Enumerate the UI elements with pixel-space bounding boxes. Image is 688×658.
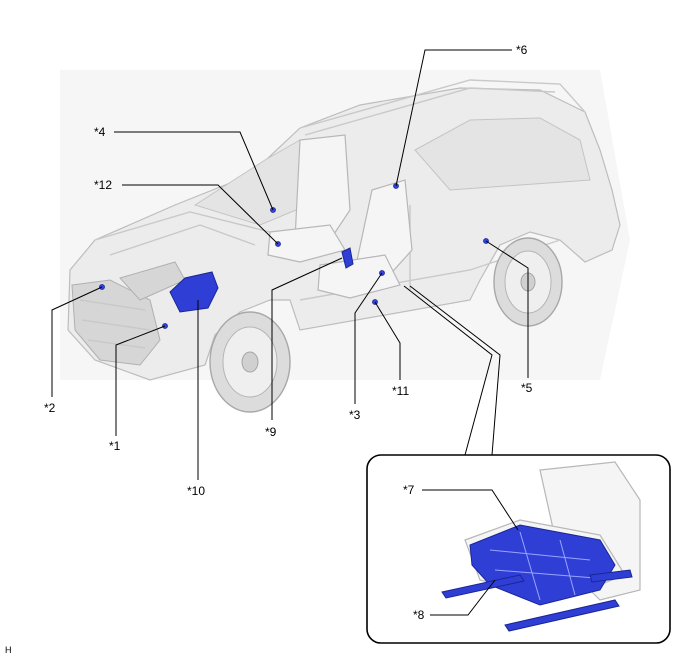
callout-4: *4 (94, 125, 106, 139)
callout-10: *10 (187, 484, 205, 498)
callout-8: *8 (413, 608, 425, 622)
callout-7: *7 (403, 483, 415, 497)
inset-connector (403, 285, 501, 456)
corner-mark: H (5, 645, 12, 655)
front-grille (71, 279, 161, 366)
callout-3: *3 (349, 408, 361, 422)
vehicle-illustration (60, 70, 630, 413)
callout-2: *2 (44, 401, 56, 415)
component-9-lever (341, 247, 354, 269)
callout-5: *5 (521, 381, 533, 395)
component-10-ecu (169, 271, 219, 313)
leader-lines (51, 49, 529, 616)
callout-11: *11 (392, 384, 409, 398)
rear-side-window (414, 117, 591, 191)
callout-6: *6 (516, 43, 528, 57)
front-wheel (209, 311, 291, 413)
callout-1: *1 (109, 439, 121, 453)
front-seats (267, 134, 413, 299)
callout-labels: *6 *4 *12 *2 *1 *10 *9 *3 *11 *5 *7 *8 H (5, 43, 533, 655)
callout-12: *12 (94, 178, 112, 192)
callout-9: *9 (265, 425, 277, 439)
seat-detail-inset (366, 454, 671, 644)
